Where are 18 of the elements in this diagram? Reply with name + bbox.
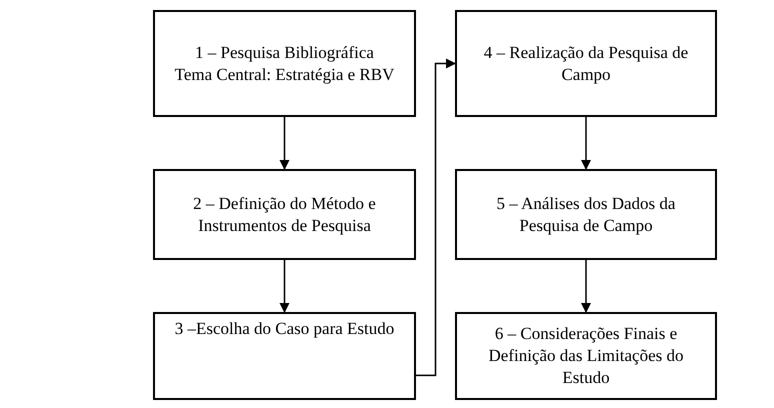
box-text: 6 – Considerações Finais e Definição das Limitações do Estudo — [488, 323, 684, 389]
process-box — [153, 169, 416, 260]
arrow — [581, 117, 591, 170]
arrow — [581, 260, 591, 313]
process-box — [455, 312, 717, 400]
box-text: 3 –Escolha do Caso para Estudo — [174, 318, 394, 340]
box-text: Tema Central: Estratégia e RBV — [174, 64, 394, 86]
box-text: 5 – Análises dos Dados da Pesquisa de Campo — [496, 192, 676, 236]
arrow — [280, 260, 290, 313]
box-text: 2 – Definição do Método e Instrumentos de Pesquisa — [192, 192, 377, 236]
arrow — [280, 117, 290, 170]
process-box — [455, 169, 717, 260]
arrow — [416, 58, 456, 376]
process-box — [455, 10, 717, 117]
box-text: 4 – Realização da Pesquisa de Campo — [482, 42, 690, 86]
process-box — [153, 312, 416, 400]
box-text: 1 – Pesquisa Bibliográfica — [195, 42, 374, 64]
process-box — [153, 10, 416, 117]
